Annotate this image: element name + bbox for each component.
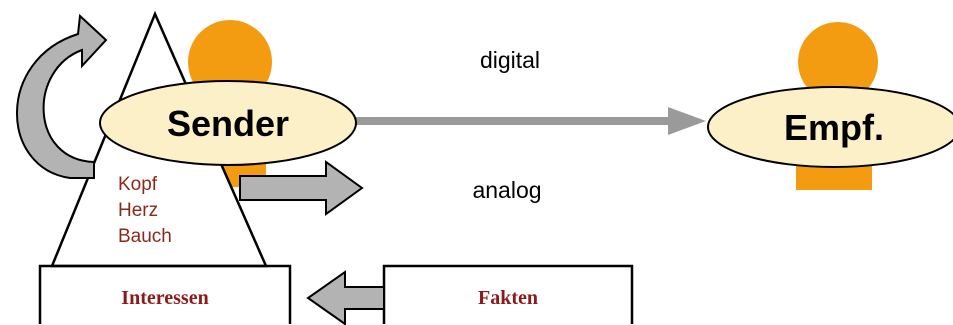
level-bauch-label: Bauch xyxy=(118,226,172,247)
facts-label: Fakten xyxy=(478,287,538,309)
curved-feedback-arrow xyxy=(16,13,108,179)
digital-arrow xyxy=(356,107,706,135)
receiver-ellipse xyxy=(707,86,953,168)
analog-label: analog xyxy=(472,177,541,203)
analog-arrow xyxy=(239,160,364,216)
receiver-label: Empf. xyxy=(784,107,884,148)
level-kopf-label: Kopf xyxy=(118,174,158,195)
sender-label: Sender xyxy=(167,103,289,144)
digital-label: digital xyxy=(480,47,540,73)
interests-box: Interessen xyxy=(38,264,292,324)
facts-to-interests-arrow xyxy=(306,270,385,325)
sender-ellipse xyxy=(99,80,357,166)
facts-box: Fakten xyxy=(382,264,634,324)
level-herz-label: Herz xyxy=(118,200,158,221)
interests-label: Interessen xyxy=(121,287,208,309)
